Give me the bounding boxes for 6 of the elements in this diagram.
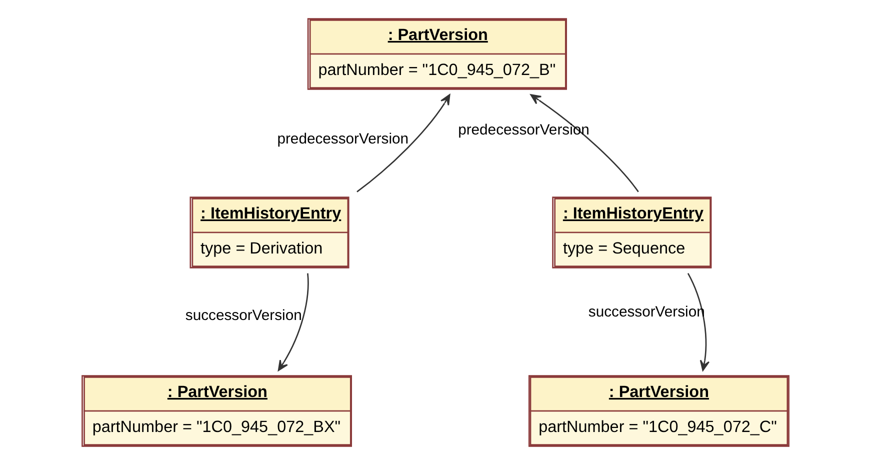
arrow xyxy=(530,94,639,192)
arrow xyxy=(687,272,710,371)
edge-label: successorVersion xyxy=(185,308,302,324)
edge-label: predecessorVersion xyxy=(277,131,409,148)
arrow xyxy=(356,94,450,192)
arrow xyxy=(278,273,309,371)
